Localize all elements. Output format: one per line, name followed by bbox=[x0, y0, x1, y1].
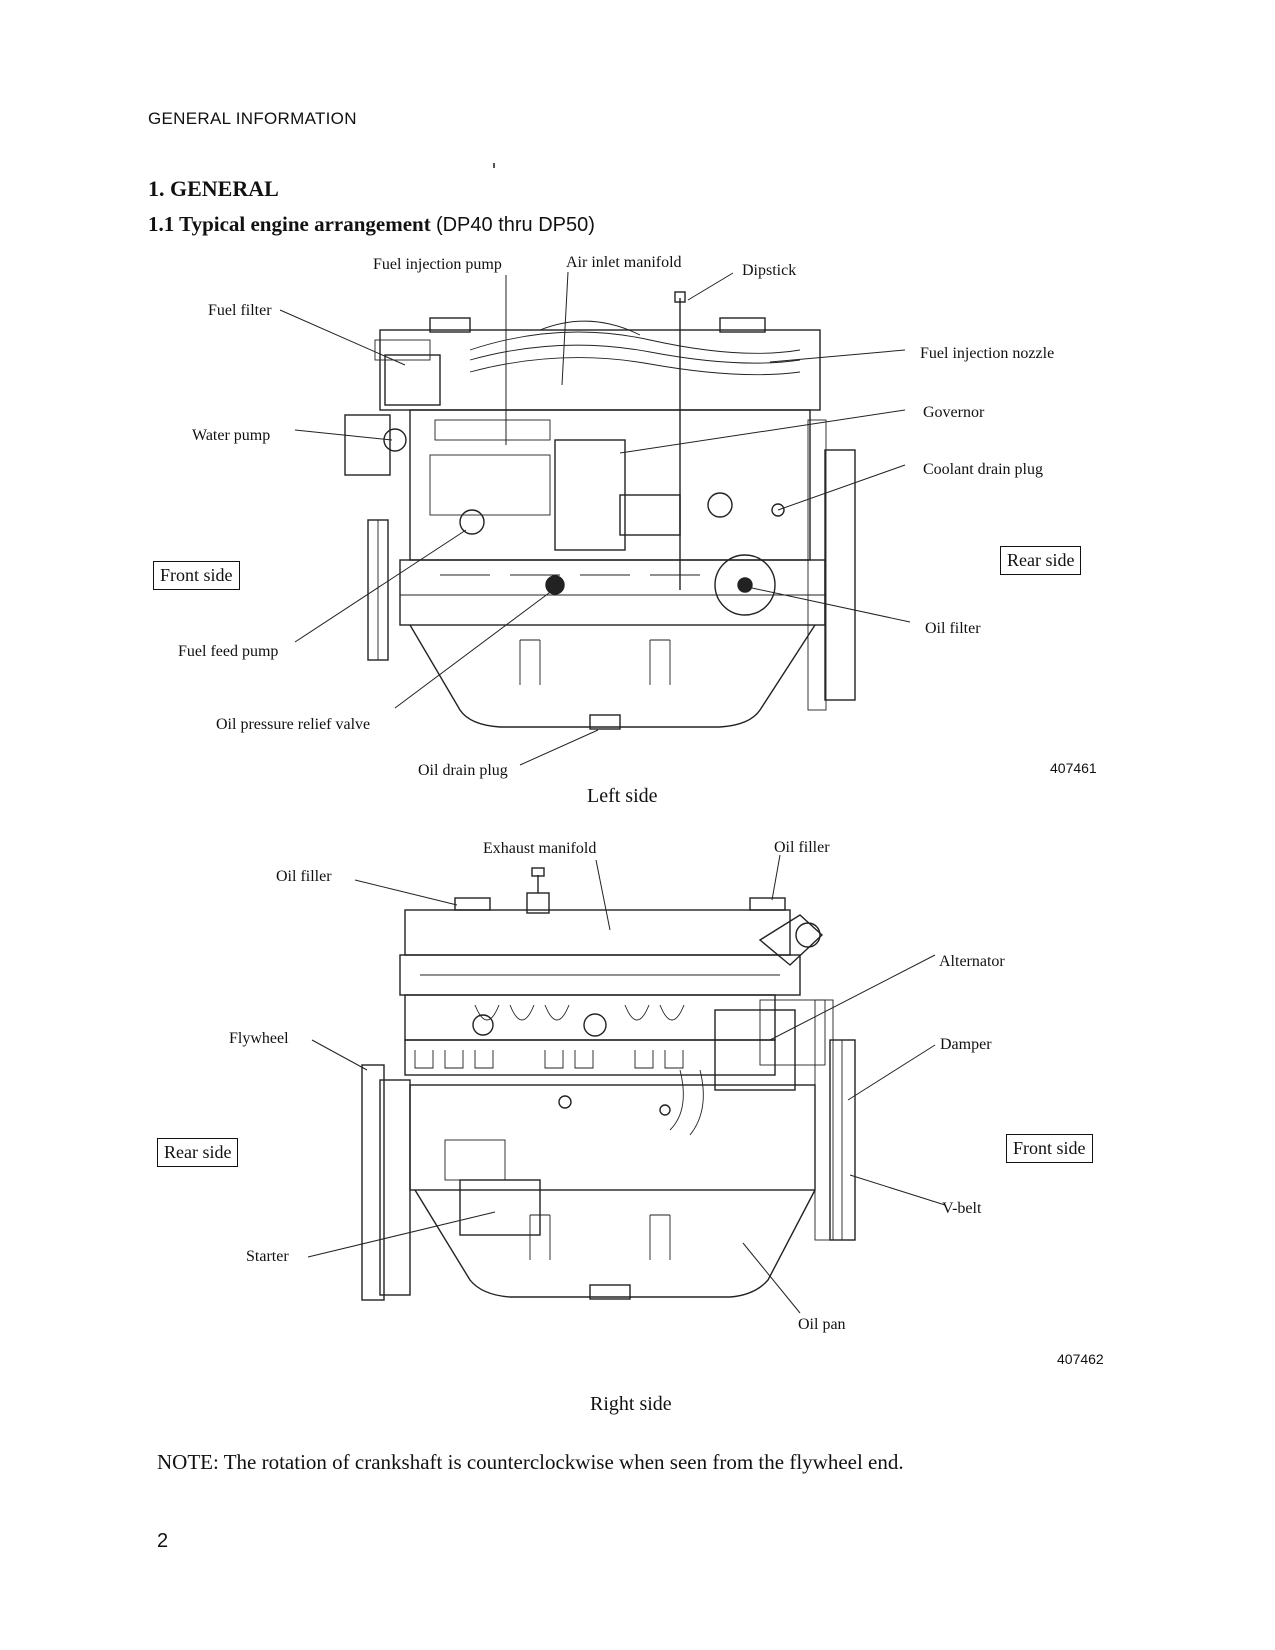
page-header: GENERAL INFORMATION bbox=[148, 109, 357, 128]
right-side-engine-drawing bbox=[307, 854, 946, 1314]
subsection-title: 1.1 Typical engine arrangement (DP40 thr… bbox=[148, 212, 595, 237]
label-coolant-drain-plug: Coolant drain plug bbox=[923, 461, 1043, 478]
page-number: 2 bbox=[157, 1530, 169, 1552]
label-governor: Governor bbox=[923, 404, 985, 421]
label-rear-side: Rear side bbox=[1000, 546, 1082, 575]
figure-number-left: 407461 bbox=[1050, 760, 1097, 776]
label-front-side: Front side bbox=[153, 561, 240, 590]
label-dipstick: Dipstick bbox=[742, 262, 797, 279]
section-title: 1. GENERAL bbox=[148, 176, 279, 201]
label-damper: Damper bbox=[940, 1036, 992, 1053]
label-starter: Starter bbox=[246, 1248, 289, 1265]
label-oil-drain-plug: Oil drain plug bbox=[418, 762, 508, 779]
subsection-models: (DP40 thru DP50) bbox=[435, 214, 595, 236]
label-flywheel: Flywheel bbox=[229, 1030, 289, 1047]
label-fuel-feed-pump: Fuel feed pump bbox=[178, 643, 279, 660]
label-rear-side-right: Rear side bbox=[157, 1138, 239, 1167]
label-air-inlet-manifold: Air inlet manifold bbox=[566, 254, 682, 271]
label-oil-filter: Oil filter bbox=[925, 620, 981, 637]
label-oil-filler-top: Oil filler bbox=[774, 839, 830, 856]
label-fuel-injection-pump: Fuel injection pump bbox=[373, 256, 502, 273]
left-side-engine-drawing bbox=[279, 271, 911, 766]
label-exhaust-manifold: Exhaust manifold bbox=[483, 840, 597, 857]
stray-mark bbox=[493, 163, 495, 168]
label-oil-filler-left: Oil filler bbox=[276, 868, 332, 885]
label-oil-pan: Oil pan bbox=[798, 1316, 846, 1333]
label-v-belt: V-belt bbox=[942, 1200, 982, 1217]
caption-right-side: Right side bbox=[590, 1393, 672, 1415]
label-fuel-injection-nozzle: Fuel injection nozzle bbox=[920, 345, 1055, 362]
label-water-pump: Water pump bbox=[192, 427, 271, 444]
label-alternator: Alternator bbox=[939, 953, 1005, 970]
caption-left-side: Left side bbox=[587, 785, 658, 807]
subsection-number-title: 1.1 Typical engine arrangement bbox=[148, 212, 431, 236]
label-front-side-right: Front side bbox=[1006, 1134, 1093, 1163]
figure-number-right: 407462 bbox=[1057, 1351, 1104, 1367]
note-text: NOTE: The rotation of crankshaft is coun… bbox=[157, 1450, 904, 1474]
label-fuel-filter: Fuel filter bbox=[208, 302, 272, 319]
label-oil-pressure-relief-valve: Oil pressure relief valve bbox=[216, 716, 371, 733]
